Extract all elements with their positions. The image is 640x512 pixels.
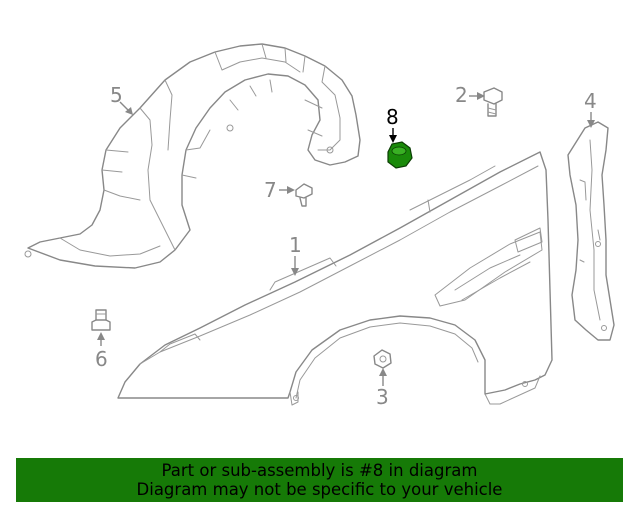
parts-diagram: 1 2 3 4 5 6 7 8 [24,43,615,409]
callout-5-label: 5 [110,83,123,107]
callout-1[interactable]: 1 [289,233,302,276]
bolt-part [483,87,503,117]
callout-3-label: 3 [376,385,389,409]
callout-6[interactable]: 6 [95,332,108,371]
callout-8[interactable]: 8 [386,105,399,143]
info-banner: Part or sub-assembly is #8 in diagram Di… [16,458,623,502]
highlighted-clip-part-8 [387,141,413,169]
callout-2[interactable]: 2 [455,83,485,107]
nut-part [373,349,392,369]
front-fender-part [117,151,553,406]
clip-part [295,183,313,207]
callout-7-label: 7 [264,178,277,202]
callout-5[interactable]: 5 [110,83,133,115]
banner-line-2: Diagram may not be specific to your vehi… [136,480,503,499]
callout-4[interactable]: 4 [584,89,597,128]
callout-1-label: 1 [289,233,302,257]
callout-4-label: 4 [584,89,597,113]
callout-8-label: 8 [386,105,399,129]
callout-7[interactable]: 7 [264,178,295,202]
callout-3[interactable]: 3 [376,368,389,409]
fender-liner-part [24,43,361,269]
callout-2-label: 2 [455,83,468,107]
stud-part [91,309,111,331]
callout-6-label: 6 [95,347,108,371]
banner-line-1: Part or sub-assembly is #8 in diagram [161,461,478,480]
fender-bracket-part [567,121,615,341]
